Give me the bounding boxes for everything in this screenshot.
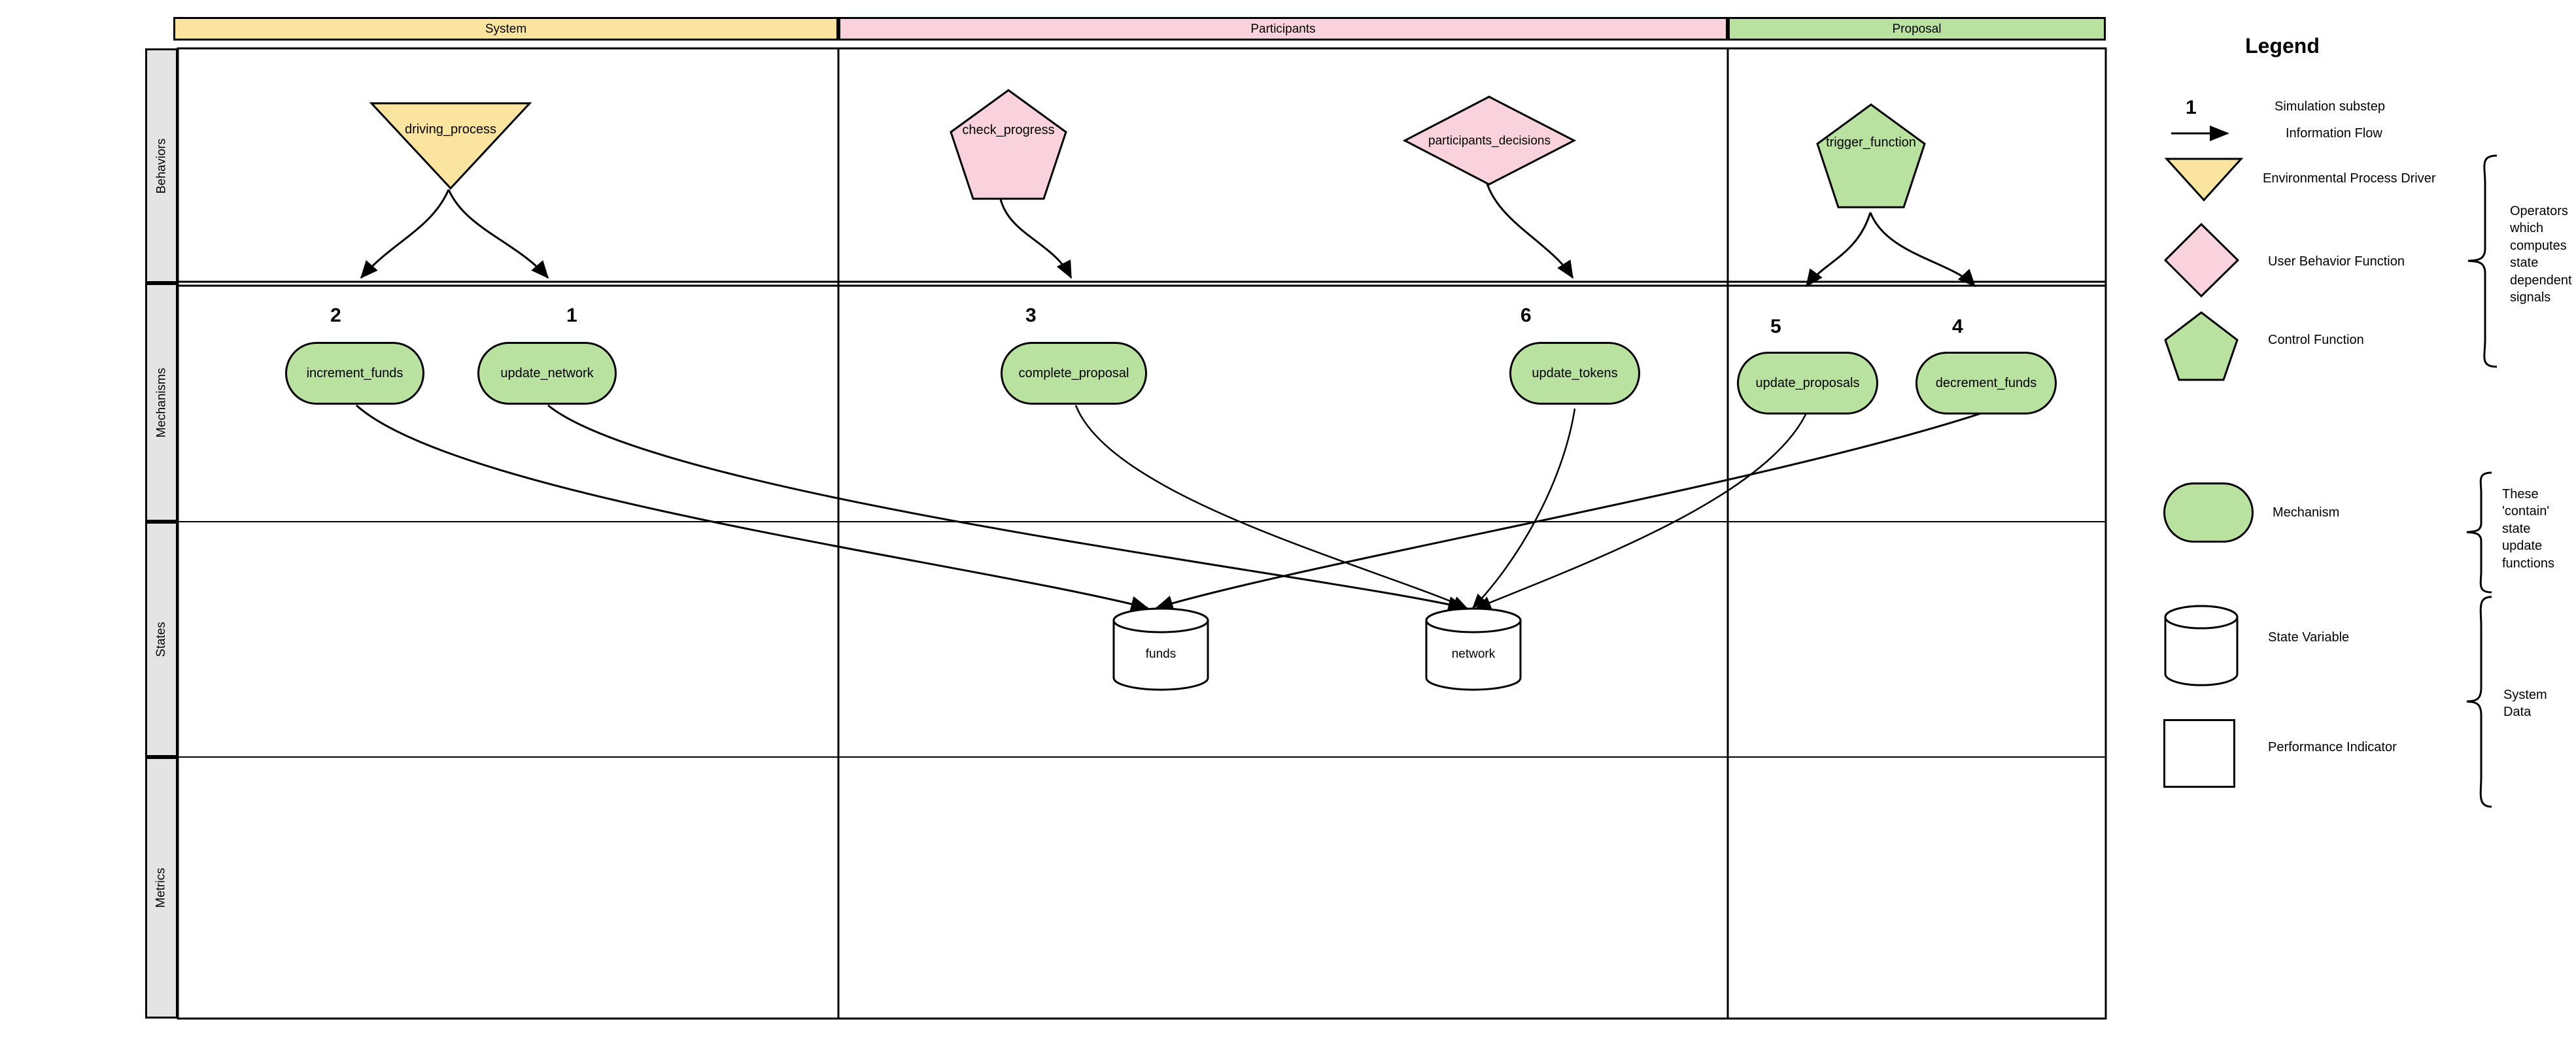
legend-label-control-function: Control Function bbox=[2268, 333, 2364, 347]
legend-label-information-flow: Information Flow bbox=[2286, 126, 2382, 141]
node-driving-process[interactable]: driving_process bbox=[369, 101, 532, 190]
step-number-update-tokens: 6 bbox=[1520, 305, 1532, 326]
column-header-proposal-label: Proposal bbox=[1892, 22, 1942, 36]
arrow-right-icon bbox=[2171, 126, 2229, 141]
legend-note-operators: Operators which computes state dependent… bbox=[2510, 204, 2572, 305]
brace-operators-icon bbox=[2467, 154, 2498, 368]
node-update-network-label: update_network bbox=[500, 365, 594, 380]
legend-label-state-variable: State Variable bbox=[2268, 630, 2350, 645]
row-label-states-text: States bbox=[154, 622, 168, 657]
column-header-system-label: System bbox=[485, 22, 527, 36]
row-label-metrics-text: Metrics bbox=[154, 868, 169, 908]
step-number-update-network: 1 bbox=[566, 305, 577, 326]
legend-label-user-behavior-function: User Behavior Function bbox=[2268, 254, 2405, 269]
diamond-icon bbox=[2163, 222, 2240, 298]
node-update-network[interactable]: update_network bbox=[477, 342, 617, 405]
node-participants-decisions[interactable]: participants_decisions bbox=[1402, 95, 1577, 186]
legend-note-mechanism: These 'contain' state update functions bbox=[2502, 487, 2555, 571]
column-header-participants: Participants bbox=[838, 17, 1728, 41]
triangle-down-icon bbox=[369, 102, 532, 190]
row-label-metrics: Metrics bbox=[145, 757, 178, 1019]
row-label-behaviors: Behaviors bbox=[145, 48, 178, 283]
row-label-mechanisms-text: Mechanisms bbox=[154, 367, 168, 437]
cylinder-icon bbox=[2164, 605, 2239, 686]
legend-label-environmental-process-driver: Environmental Process Driver bbox=[2263, 171, 2436, 186]
brace-system-data-icon bbox=[2466, 596, 2492, 808]
legend-label-mechanism: Mechanism bbox=[2273, 505, 2340, 520]
node-funds-label: funds bbox=[1145, 647, 1176, 661]
brace-mechanism-icon bbox=[2466, 471, 2492, 594]
row-label-states: States bbox=[145, 522, 178, 757]
node-update-proposals[interactable]: update_proposals bbox=[1737, 352, 1878, 414]
cylinder-top-icon bbox=[1112, 607, 1209, 633]
node-update-tokens-label: update_tokens bbox=[1532, 365, 1618, 380]
pentagon-icon bbox=[950, 89, 1067, 200]
column-header-proposal: Proposal bbox=[1728, 17, 2106, 41]
legend-substep-number: 1 bbox=[2186, 97, 2197, 118]
step-number-complete-proposal: 3 bbox=[1025, 305, 1037, 326]
node-update-proposals-label: update_proposals bbox=[1755, 375, 1860, 390]
legend-label-performance-indicator: Performance Indicator bbox=[2268, 740, 2397, 754]
node-funds[interactable]: funds bbox=[1112, 607, 1210, 692]
step-number-update-proposals: 5 bbox=[1770, 316, 1781, 337]
pentagon-icon bbox=[1816, 103, 1926, 209]
diamond-icon bbox=[1402, 95, 1577, 186]
triangle-down-icon bbox=[2164, 158, 2244, 202]
row-label-mechanisms: Mechanisms bbox=[145, 283, 178, 522]
node-check-progress[interactable]: check_progress bbox=[949, 88, 1068, 201]
node-complete-proposal[interactable]: complete_proposal bbox=[1001, 342, 1147, 405]
node-increment-funds-label: increment_funds bbox=[306, 365, 404, 380]
node-increment-funds[interactable]: increment_funds bbox=[285, 342, 424, 405]
node-trigger-function[interactable]: trigger_function bbox=[1815, 103, 1927, 209]
step-number-decrement-funds: 4 bbox=[1952, 316, 1963, 337]
node-complete-proposal-label: complete_proposal bbox=[1018, 365, 1129, 380]
column-header-system: System bbox=[173, 17, 838, 41]
node-network[interactable]: network bbox=[1424, 607, 1522, 692]
legend-label-simulation-substep: Simulation substep bbox=[2275, 99, 2385, 114]
cylinder-top-icon bbox=[1425, 607, 1522, 633]
column-header-participants-label: Participants bbox=[1250, 22, 1316, 36]
pentagon-icon bbox=[2164, 311, 2239, 381]
step-number-increment-funds: 2 bbox=[330, 305, 341, 326]
legend-title: Legend bbox=[2245, 34, 2320, 58]
node-network-label: network bbox=[1451, 647, 1496, 661]
rect-icon bbox=[2163, 719, 2235, 788]
legend-panel: Legend 1 Simulation substep Information … bbox=[2145, 13, 2576, 808]
row-label-behaviors-text: Behaviors bbox=[154, 138, 168, 194]
node-update-tokens[interactable]: update_tokens bbox=[1509, 342, 1640, 405]
legend-note-system-data: System Data bbox=[2503, 688, 2547, 720]
node-decrement-funds[interactable]: decrement_funds bbox=[1915, 352, 2057, 414]
node-decrement-funds-label: decrement_funds bbox=[1935, 375, 2037, 390]
rounded-rect-icon bbox=[2163, 482, 2254, 543]
